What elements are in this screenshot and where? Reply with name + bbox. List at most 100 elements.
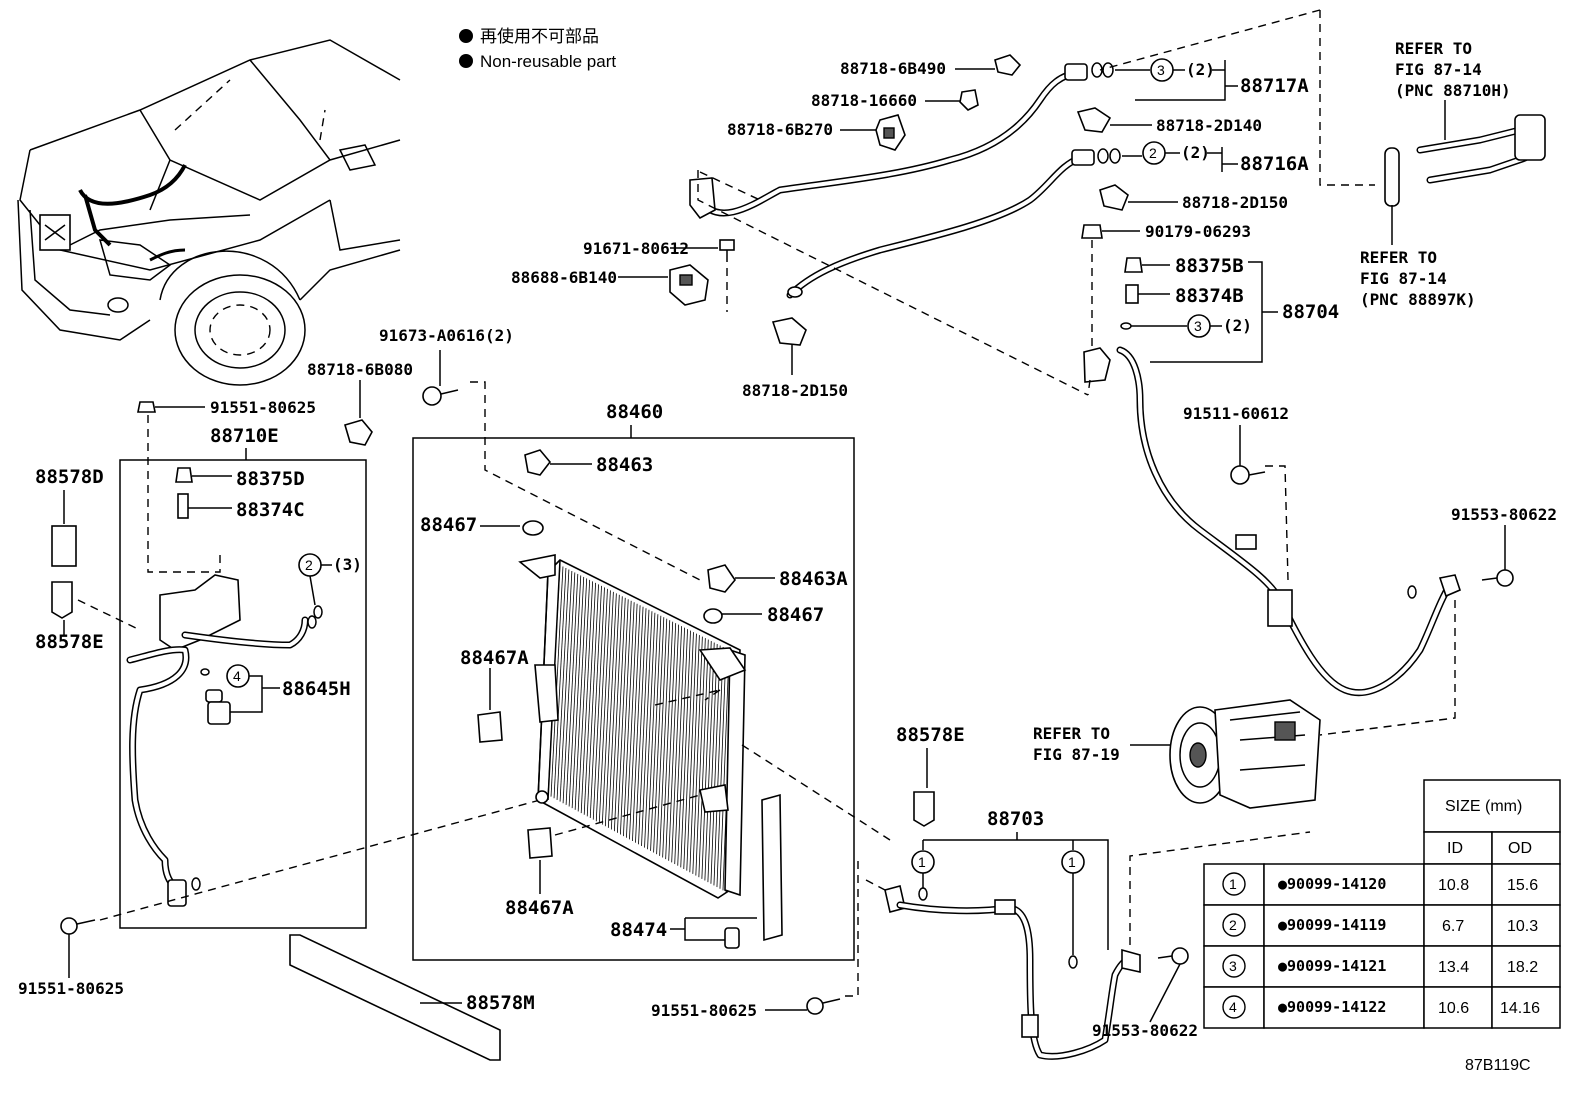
legend-jp: 再使用不可部品 [480, 26, 599, 46]
svg-text:●90099-14120: ●90099-14120 [1278, 875, 1386, 893]
label-88718-2D140: 88718-2D140 [1156, 116, 1262, 135]
label-88467-top: 88467 [420, 514, 477, 536]
label-88688-6B140: 88688-6B140 [511, 268, 617, 287]
label-88463: 88463 [596, 454, 653, 476]
label-88463A: 88463A [779, 568, 848, 590]
size-table-row: 1 ●90099-14120 10.8 15.6 [1203, 863, 1561, 906]
bracket-88463 [524, 449, 592, 476]
pipe-88710E [126, 574, 309, 907]
label-88717A: 88717A [1240, 75, 1309, 97]
legend-en: Non-reusable part [480, 52, 616, 71]
bracket-88463A [707, 564, 775, 593]
label-91551-80625-bottom: 91551-80625 [651, 1001, 757, 1020]
svg-text:●90099-14122: ●90099-14122 [1278, 998, 1386, 1016]
svg-text:(2): (2) [1223, 316, 1252, 335]
clip-88718-2D150-top [1099, 184, 1178, 211]
cap-88375B [1124, 257, 1170, 273]
bolt-91553-80622-bottom [1129, 831, 1311, 1023]
callout-1-b: 1 [1061, 850, 1085, 969]
svg-text:1: 1 [918, 854, 926, 870]
cushion-88467-right [703, 608, 762, 624]
label-88704: 88704 [1282, 301, 1339, 323]
svg-text:3: 3 [1194, 318, 1202, 334]
compressor-reference [1130, 699, 1321, 809]
label-88467-right: 88467 [767, 604, 824, 626]
reference-pipe-88710H [1384, 100, 1546, 207]
valve-88374C [177, 493, 232, 519]
label-88467A-lower: 88467A [505, 897, 574, 919]
label-91553-80622-bottom: 91553-80622 [1092, 1021, 1198, 1040]
label-91551-80625-top: 91551-80625 [210, 398, 316, 417]
label-88718-6B080: 88718-6B080 [307, 360, 413, 379]
svg-text:13.4: 13.4 [1438, 959, 1469, 976]
label-88718-2D150-top: 88718-2D150 [1182, 193, 1288, 212]
drier-88474 [670, 793, 783, 949]
ref-a-line2: FIG 87-14 [1395, 60, 1482, 79]
bolt-91551-80625-top [137, 401, 221, 573]
callout-2-top: 2 (2) [1122, 141, 1223, 172]
svg-text:10.6: 10.6 [1438, 1000, 1469, 1017]
svg-text:4: 4 [1229, 999, 1237, 1015]
label-88578M: 88578M [466, 992, 535, 1014]
label-88374C: 88374C [236, 499, 305, 521]
pipe-88703 [884, 885, 1141, 1060]
clip-88718-6B270 [840, 114, 906, 151]
label-88467A-upper: 88467A [460, 647, 529, 669]
label-88718-2D150-mid: 88718-2D150 [742, 381, 848, 400]
svg-text:2: 2 [1149, 145, 1157, 161]
clip-88718-2D150-mid [771, 317, 807, 375]
callout-3-mid: 3 (2) [1120, 314, 1252, 338]
bracket-88688-6B140 [618, 264, 728, 312]
svg-text:(2): (2) [1186, 60, 1215, 79]
label-88716A: 88716A [1240, 153, 1309, 175]
bolt-91671-80612 [670, 239, 735, 262]
cushion-88578E-mid [913, 748, 935, 827]
label-88578D: 88578D [35, 466, 104, 488]
label-91673-A0616: 91673-A0616(2) [379, 326, 514, 345]
label-88718-6B270: 88718-6B270 [727, 120, 833, 139]
svg-text:3: 3 [1157, 62, 1165, 78]
ref-a-line1: REFER TO [1395, 39, 1472, 58]
size-table-header: SIZE (mm) [1445, 798, 1522, 815]
label-91553-80622-right: 91553-80622 [1451, 505, 1557, 524]
bolt-91551-80625-left [60, 799, 541, 978]
hose-88704 [1083, 346, 1461, 697]
clip-88718-6B080 [344, 380, 373, 446]
label-88645H: 88645H [282, 678, 351, 700]
pipe-88716A [786, 148, 1121, 299]
label-91511-60612: 91511-60612 [1183, 404, 1289, 423]
label-91551-80625-left: 91551-80625 [18, 979, 124, 998]
svg-text:●90099-14119: ●90099-14119 [1278, 916, 1386, 934]
clip-88718-2D140 [1076, 107, 1152, 133]
size-table-row: 4 ●90099-14122 10.6 14.16 [1203, 986, 1561, 1029]
svg-text:6.7: 6.7 [1442, 918, 1464, 935]
ref-b-line1: REFER TO [1360, 248, 1437, 267]
label-88718-6B490: 88718-6B490 [840, 59, 946, 78]
size-table: SIZE (mm) ID OD 1 ●90099-14120 10.8 15.6… [1203, 779, 1561, 1029]
clip-88718-6B490 [955, 54, 1022, 76]
bolt-91551-80625-bottom [765, 860, 859, 1015]
label-88578E-mid: 88578E [896, 724, 965, 746]
svg-text:2: 2 [1229, 917, 1237, 933]
svg-text:4: 4 [233, 668, 241, 684]
clip-88718-16660 [925, 89, 979, 111]
cushion-88467-top [480, 520, 544, 536]
cushion-88578E-left [51, 581, 141, 635]
size-table-row: 2 ●90099-14119 6.7 10.3 [1203, 904, 1561, 947]
label-91671-80612: 91671-80612 [583, 239, 689, 258]
label-88718-16660: 88718-16660 [811, 91, 917, 110]
ref-a-line3: (PNC 88710H) [1395, 81, 1511, 100]
cushion-88467A-lower [527, 794, 701, 894]
non-reusable-bullet-icon [459, 54, 473, 68]
callout-3-top: 3 (2) [1115, 58, 1226, 101]
label-88375D: 88375D [236, 468, 305, 490]
pressure-switch-88645H: 4 [200, 664, 280, 725]
ref-c-line1: REFER TO [1033, 724, 1110, 743]
size-table-row: 3 ●90099-14121 13.4 18.2 [1203, 945, 1561, 988]
valve-88374B [1125, 284, 1170, 304]
label-90179-06293: 90179-06293 [1145, 222, 1251, 241]
callout-1-a: 1 [911, 850, 935, 901]
vehicle-illustration [17, 39, 401, 386]
cushion-88467A-upper [477, 668, 503, 743]
